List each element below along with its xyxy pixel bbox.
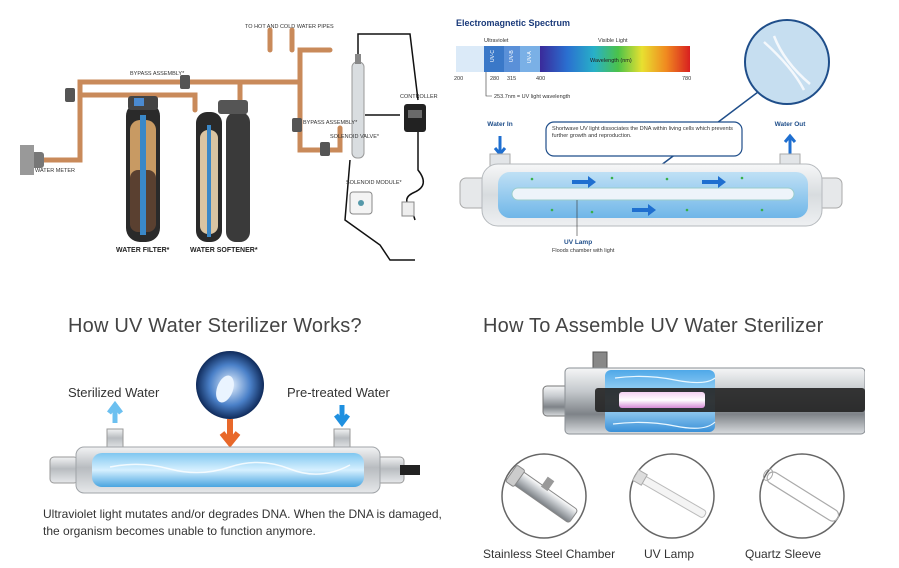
- sterilized-up-arrow-icon: [107, 400, 123, 423]
- label-water-filter: WATER FILTER*: [116, 247, 170, 254]
- label-wavelength: Wavelength (nm): [590, 58, 632, 64]
- label-controller: CONTROLLER: [400, 94, 438, 100]
- works-water: [92, 453, 364, 487]
- part-circle-sleeve: [759, 453, 845, 539]
- band-uv-b: [504, 46, 520, 72]
- label-bypass-top: BYPASS ASSEMBLY*: [130, 71, 185, 77]
- label-water-out: Water Out: [775, 121, 807, 128]
- band-uv-a: [520, 46, 540, 72]
- label-visible-light: Visible Light: [598, 38, 628, 44]
- spectrum-title: Electromagnetic Spectrum: [456, 18, 570, 28]
- plumbing-diagram: TO HOT AND COLD WATER PIPES BYPASS ASSEM…: [20, 24, 438, 261]
- tick-780: 780: [682, 76, 691, 82]
- label-solenoid-module: SOLENOID MODULE*: [346, 180, 402, 186]
- water-in-arrow-icon: [493, 136, 507, 157]
- works-description: Ultraviolet light mutates and/or degrade…: [43, 506, 442, 540]
- label-uv-lamp: UV Lamp: [564, 239, 592, 246]
- tick-200: 200: [454, 76, 463, 82]
- tick-315: 315: [507, 76, 516, 82]
- label-water-meter: WATER METER: [35, 168, 75, 174]
- water-out-arrow-icon: [783, 133, 797, 154]
- label-bypass-right: BYPASS ASSEMBLY*: [303, 120, 358, 126]
- label-uv-b: UV-B: [509, 50, 515, 62]
- uv-lamp: [511, 187, 795, 201]
- part-label-chamber: Stainless Steel Chamber: [483, 547, 616, 561]
- label-pretreated-water: Pre-treated Water: [287, 385, 390, 400]
- works-diagram: [49, 351, 420, 494]
- band-far-uv: [456, 46, 484, 72]
- works-desc-line1: Ultraviolet light mutates and/or degrade…: [43, 507, 442, 521]
- label-ultraviolet: Ultraviolet: [484, 38, 509, 44]
- works-title: How UV Water Sterilizer Works?: [68, 315, 362, 337]
- label-water-in: Water In: [487, 121, 512, 128]
- label-hot-cold-pipes: TO HOT AND COLD WATER PIPES: [245, 24, 334, 30]
- spectrum-diagram: Electromagnetic Spectrum Ultraviolet Vis…: [454, 18, 843, 254]
- label-uv-lamp-sub: Floods chamber with light: [552, 248, 615, 254]
- pretreated-down-arrow-icon: [334, 405, 350, 428]
- part-label-lamp: UV Lamp: [644, 547, 695, 561]
- outlet-port: [592, 351, 608, 369]
- assemble-title: How To Assemble UV Water Sterilizer: [483, 315, 824, 337]
- tick-400: 400: [536, 76, 545, 82]
- dna-magnifier: [744, 19, 830, 105]
- works-desc-line2: the organism becomes unable to function …: [43, 524, 316, 538]
- label-uv-a: UV-A: [527, 51, 533, 63]
- callout-text: Shortwave UV light dissociates the DNA w…: [552, 126, 733, 139]
- tick-280: 280: [490, 76, 499, 82]
- parts-row: [501, 453, 845, 539]
- dna-helix-icon: [763, 35, 811, 91]
- part-label-sleeve: Quartz Sleeve: [745, 547, 822, 561]
- label-solenoid-valve: SOLENOID VALVE*: [330, 134, 380, 140]
- label-sterilized-water: Sterilized Water: [68, 385, 160, 400]
- label-uv-wavelength-note: 253.7nm = UV light wavelength: [494, 94, 570, 100]
- band-uv-c: [484, 46, 504, 72]
- band-visible: [540, 46, 690, 72]
- uv-down-arrow-icon: [219, 419, 241, 448]
- label-water-softener: WATER SOFTENER*: [190, 247, 258, 254]
- dna-callout: [545, 121, 743, 157]
- label-uv-c: UV-C: [490, 50, 496, 62]
- assembled-sterilizer: [542, 351, 865, 435]
- lamp-section: [619, 392, 705, 408]
